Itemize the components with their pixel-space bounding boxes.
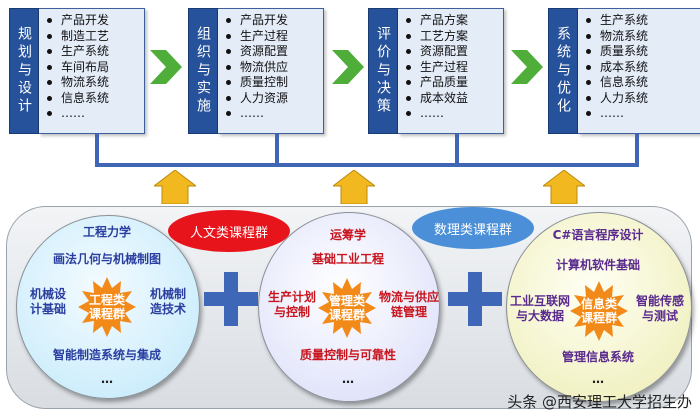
stage-item: 车间布局 xyxy=(45,60,140,76)
management-course: 物流与供应 链管理 xyxy=(378,290,439,319)
it-course: 工业互联网 与大数据 xyxy=(509,294,570,323)
it-more: … xyxy=(592,372,604,386)
stage-item: 质量控制 xyxy=(224,75,319,91)
stage-item: 工艺方案 xyxy=(404,29,499,45)
plus-icon xyxy=(448,272,502,326)
engineering-course: 工程力学 xyxy=(82,225,131,239)
stage-item: 生产系统 xyxy=(45,44,140,60)
connector-line xyxy=(95,163,639,167)
stage-item-list: 产品方案 工艺方案 资源配置 生产过程 产品质量 成本效益 …… xyxy=(398,8,504,134)
connector-line xyxy=(275,134,279,166)
stage-organization-implementation: 组织与实施 产品开发 生产过程 资源配置 物流供应 质量控制 人力资源 …… xyxy=(188,8,324,134)
stage-item: 生产系统 xyxy=(584,13,700,29)
stage-item: 产品方案 xyxy=(404,13,499,29)
stage-item-list: 产品开发 制造工艺 生产系统 车间布局 物流系统 信息系统 …… xyxy=(39,8,145,134)
management-more: … xyxy=(342,372,354,386)
stage-item: 产品质量 xyxy=(404,75,499,91)
connector-line xyxy=(635,134,639,166)
plus-icon xyxy=(204,272,258,326)
it-course: 计算机软件基础 xyxy=(555,258,640,272)
connector-line xyxy=(455,134,459,166)
management-course: 质量控制与可靠性 xyxy=(299,348,396,362)
management-group-title: 管理类 课程群 xyxy=(328,294,365,322)
stage-item: …… xyxy=(45,106,140,122)
connector-line xyxy=(95,134,99,166)
arrow-up-icon xyxy=(543,170,585,204)
math-group-pill: 数理类课程群 xyxy=(412,207,534,249)
stage-item: …… xyxy=(584,106,700,122)
chevron-right-icon xyxy=(150,50,182,84)
engineering-course: 机械制 造技术 xyxy=(149,287,186,316)
stage-item: 质量系统 xyxy=(584,44,700,60)
stage-item: 产品开发 xyxy=(45,13,140,29)
management-course: 生产计划 与控制 xyxy=(267,290,316,319)
chevron-right-icon xyxy=(511,50,543,84)
stage-label-text: 系统与优化 xyxy=(555,26,571,116)
stage-label: 规划与设计 xyxy=(9,8,39,134)
stage-item: 人力系统 xyxy=(584,91,700,107)
stage-item-list: 产品开发 生产过程 资源配置 物流供应 质量控制 人力资源 …… xyxy=(218,8,324,134)
management-course: 运筹学 xyxy=(329,228,366,242)
stage-item: 信息系统 xyxy=(584,75,700,91)
stage-item: 资源配置 xyxy=(224,44,319,60)
starburst-icon xyxy=(570,281,628,341)
stage-label: 系统与优化 xyxy=(548,8,578,134)
engineering-course: 机械设 计基础 xyxy=(29,287,66,316)
stage-system-optimization: 系统与优化 生产系统 物流系统 质量系统 成本系统 信息系统 人力系统 …… xyxy=(548,8,700,134)
humanities-group-pill: 人文类课程群 xyxy=(168,210,290,252)
engineering-more: … xyxy=(101,372,113,386)
management-course: 基础工业工程 xyxy=(311,252,384,266)
it-course: C#语言程序设计 xyxy=(552,228,644,242)
stage-planning-design: 规划与设计 产品开发 制造工艺 生产系统 车间布局 物流系统 信息系统 …… xyxy=(9,8,145,134)
it-course: 智能传感 与测试 xyxy=(635,294,684,323)
stage-item: 物流系统 xyxy=(45,75,140,91)
it-group-title: 信息类 课程群 xyxy=(580,297,617,325)
engineering-course: 智能制造系统与集成 xyxy=(52,348,161,362)
it-course: 管理信息系统 xyxy=(561,350,634,364)
stage-item: 信息系统 xyxy=(45,91,140,107)
stage-item-list: 生产系统 物流系统 质量系统 成本系统 信息系统 人力系统 …… xyxy=(578,8,700,134)
stage-item: …… xyxy=(404,106,499,122)
watermark: 头条 @西安理工大学招生办 xyxy=(507,393,692,411)
stage-item: 产品开发 xyxy=(224,13,319,29)
stage-label: 评价与决策 xyxy=(368,8,398,134)
stage-item: 物流系统 xyxy=(584,29,700,45)
engineering-course: 画法几何与机械制图 xyxy=(52,252,161,266)
stage-item: 人力资源 xyxy=(224,91,319,107)
arrow-up-icon xyxy=(154,170,196,204)
stage-item: 生产过程 xyxy=(224,29,319,45)
stage-item: 成本系统 xyxy=(584,60,700,76)
stage-item: 生产过程 xyxy=(404,60,499,76)
arrow-up-icon xyxy=(333,170,375,204)
stage-item: 资源配置 xyxy=(404,44,499,60)
starburst-icon xyxy=(78,277,136,337)
stage-item: 物流供应 xyxy=(224,60,319,76)
engineering-group-title: 工程类 课程群 xyxy=(88,293,125,321)
stage-label-text: 评价与决策 xyxy=(375,26,391,116)
stage-item: 成本效益 xyxy=(404,91,499,107)
stage-label-text: 组织与实施 xyxy=(195,26,211,116)
starburst-icon xyxy=(318,278,376,338)
stage-item: 制造工艺 xyxy=(45,29,140,45)
stage-evaluation-decision: 评价与决策 产品方案 工艺方案 资源配置 生产过程 产品质量 成本效益 …… xyxy=(368,8,504,134)
stage-label: 组织与实施 xyxy=(188,8,218,134)
stage-item: …… xyxy=(224,106,319,122)
stage-label-text: 规划与设计 xyxy=(16,26,32,116)
chevron-right-icon xyxy=(332,50,364,84)
